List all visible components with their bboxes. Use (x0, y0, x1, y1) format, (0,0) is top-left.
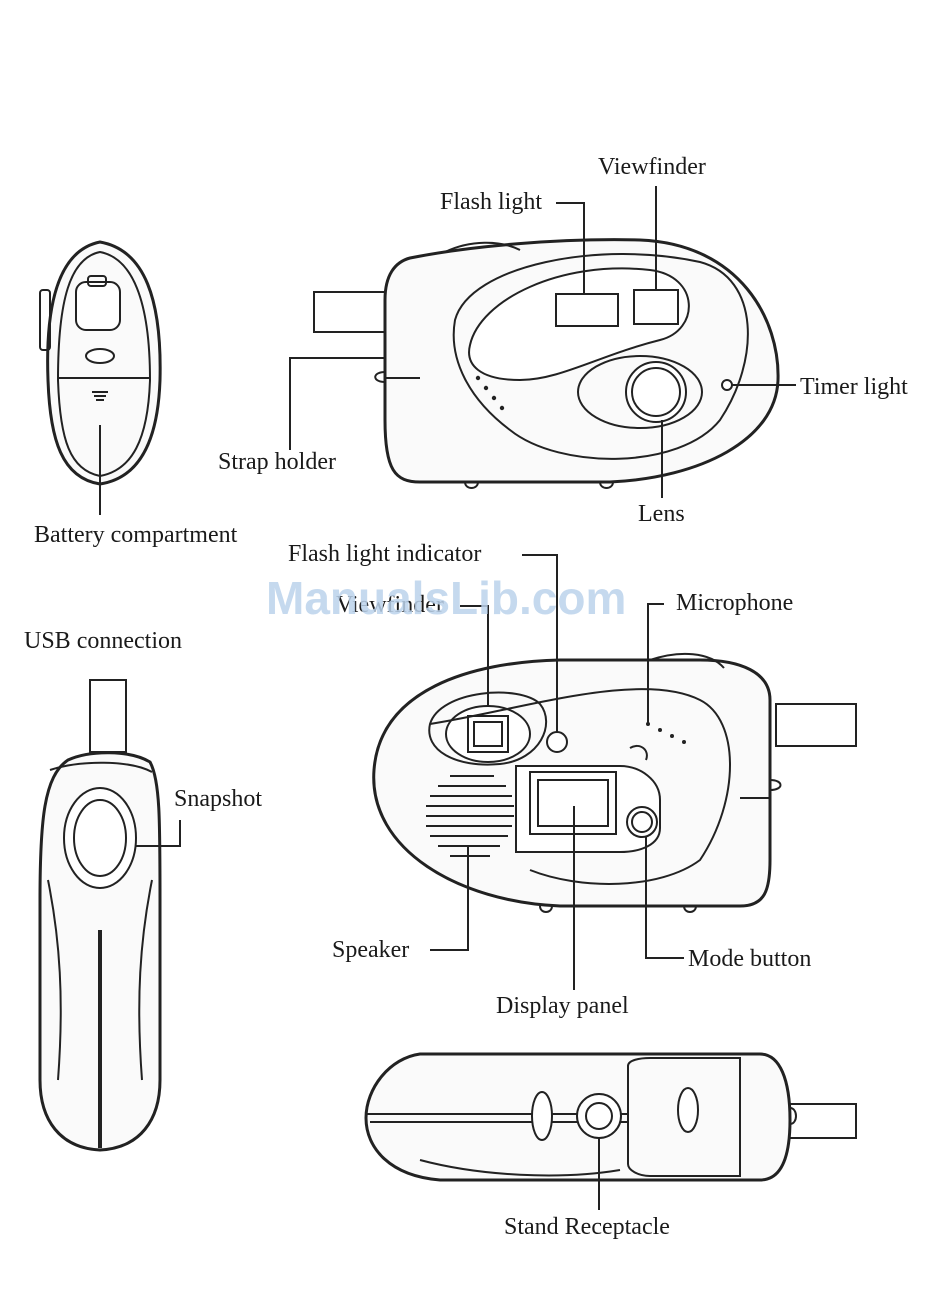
flash-light-label: Flash light (440, 189, 542, 215)
back-view (374, 654, 856, 912)
mode-button-label: Mode button (688, 946, 811, 972)
viewfinder-top-label: Viewfinder (598, 154, 706, 180)
battery-compartment-label: Battery compartment (34, 522, 238, 548)
watermark: ManualsLib.com (266, 572, 626, 624)
usb-connection-label: USB connection (24, 628, 182, 654)
lens-label: Lens (638, 501, 685, 527)
top-view-snapshot (40, 680, 160, 1150)
timer-light-label: Timer light (800, 374, 908, 400)
stand-receptacle-label: Stand Receptacle (504, 1214, 670, 1240)
display-panel-label: Display panel (496, 993, 629, 1019)
flash-light-indicator-label: Flash light indicator (288, 541, 481, 567)
microphone-label: Microphone (676, 590, 793, 616)
snapshot-label: Snapshot (174, 786, 262, 812)
bottom-view (366, 1054, 856, 1180)
strap-holder-label: Strap holder (218, 449, 336, 475)
front-view (314, 240, 778, 488)
speaker-label: Speaker (332, 937, 409, 963)
